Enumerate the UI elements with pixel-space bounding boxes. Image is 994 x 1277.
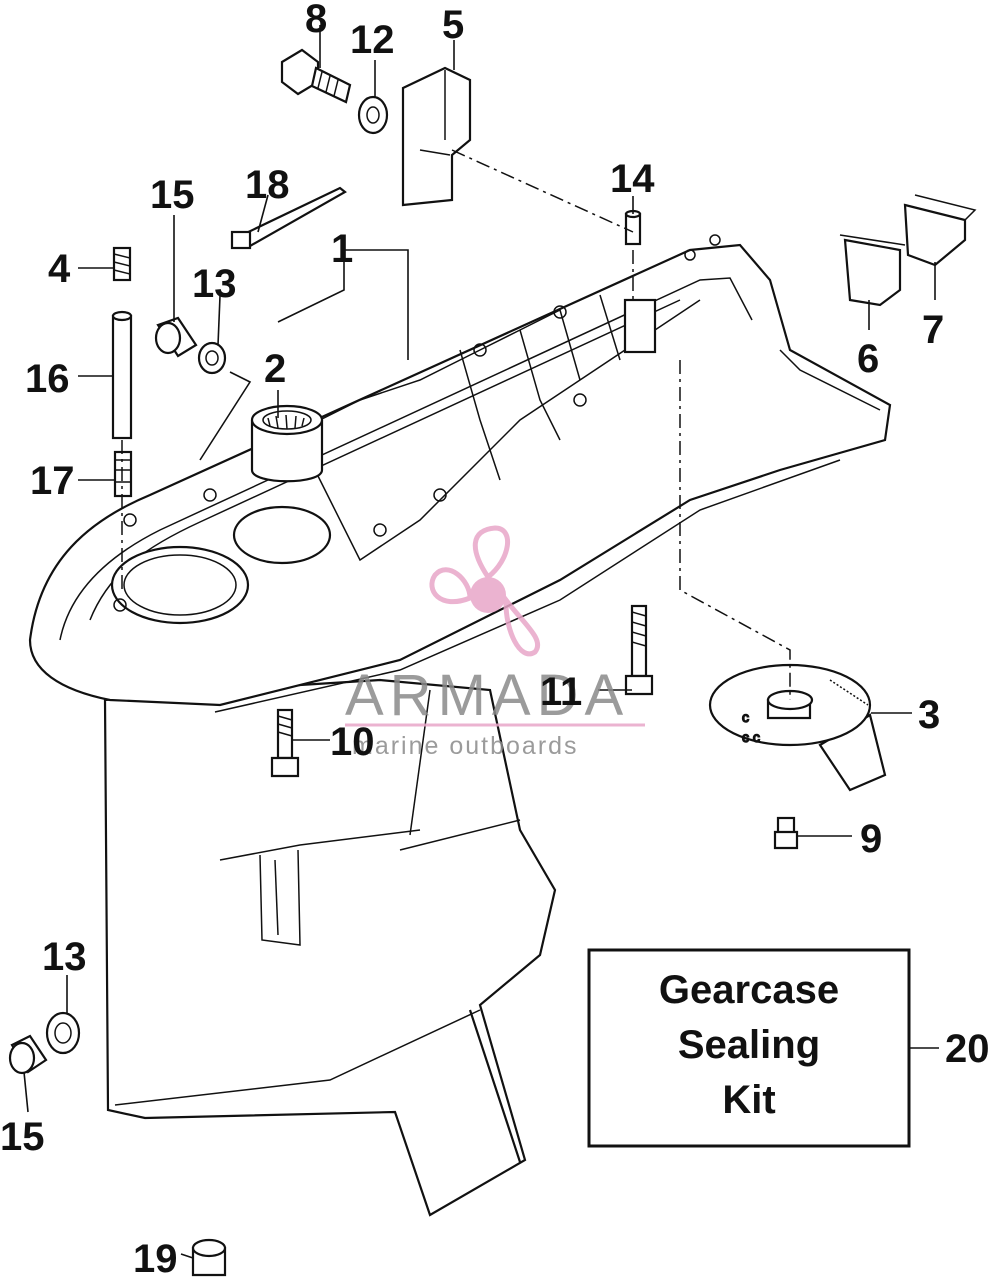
callout-17: 17 [30, 459, 75, 503]
plate-part-7 [903, 194, 977, 267]
kit-line-3: Kit [722, 1078, 775, 1122]
plate-part-6 [839, 234, 906, 307]
plug-part-15-top [154, 316, 198, 358]
screw-part-9 [773, 816, 799, 850]
callout-14: 14 [610, 157, 655, 201]
callout-13-top: 13 [192, 262, 237, 306]
svg-text:c: c [742, 709, 749, 725]
callout-10: 10 [330, 720, 375, 764]
callout-6: 6 [857, 337, 879, 381]
washer-part-13-top [197, 341, 227, 375]
kit-line-2: Sealing [678, 1023, 820, 1067]
callout-4: 4 [48, 247, 71, 291]
callout-2: 2 [264, 347, 286, 391]
callout-5: 5 [442, 3, 464, 47]
callout-19: 19 [133, 1237, 178, 1277]
drain-screw-part-19 [191, 1238, 227, 1277]
tie-strap-part-18 [230, 186, 347, 250]
screw-part-4 [112, 246, 132, 282]
trim-tab-part: c c c [708, 663, 887, 792]
callout-3: 3 [918, 693, 940, 737]
screw-part-10 [270, 708, 300, 778]
callout-13-bottom: 13 [42, 935, 87, 979]
washer-part-13-bottom [45, 1011, 81, 1055]
callout-18: 18 [245, 163, 290, 207]
callout-20: 20 [945, 1027, 990, 1071]
callout-15-top: 15 [150, 173, 195, 217]
assembly-lines [121, 149, 791, 700]
callout-11: 11 [540, 670, 582, 714]
washer-part-12 [357, 95, 389, 135]
gearcase-sealing-kit-box: Gearcase Sealing Kit [587, 948, 911, 1148]
fitting-part-17 [113, 450, 133, 498]
armada-watermark: ARMADA marine outboards [345, 525, 645, 760]
callout-1: 1 [331, 227, 353, 271]
dowel-part-14 [624, 209, 642, 246]
callout-9: 9 [860, 817, 882, 861]
callout-15-bottom: 15 [0, 1115, 45, 1159]
watermark-brand: ARMADA [345, 663, 629, 728]
plug-part-15-bottom [8, 1034, 48, 1075]
gearcase-housing [28, 234, 892, 1217]
callout-12: 12 [350, 18, 395, 62]
water-tube-part-16 [111, 310, 133, 440]
callout-8: 8 [305, 0, 327, 41]
kit-line-1: Gearcase [659, 968, 839, 1012]
screw-part-11 [624, 604, 654, 696]
bearing-part [250, 404, 324, 483]
callout-16: 16 [25, 357, 70, 401]
bolt-part-8 [280, 48, 352, 104]
propeller-logo-icon [429, 525, 541, 657]
callout-7: 7 [922, 308, 944, 352]
seal-part-5 [401, 66, 472, 207]
svg-text:c c: c c [742, 729, 760, 745]
watermark-tagline: marine outboards [352, 732, 579, 760]
leader-lines [23, 25, 939, 1259]
